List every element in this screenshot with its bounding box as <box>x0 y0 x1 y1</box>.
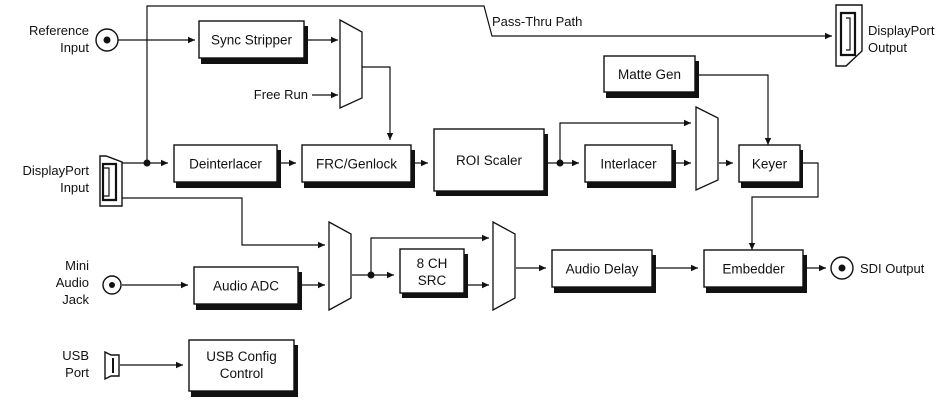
svg-text:Embedder: Embedder <box>722 262 785 277</box>
svg-text:Audio Delay: Audio Delay <box>566 262 639 277</box>
reference-input-label-line1: Reference <box>29 23 89 38</box>
pass-thru-path-label: Pass-Thru Path <box>492 14 582 29</box>
svg-text:Jack: Jack <box>62 292 89 307</box>
frc-genlock-block: FRC/Genlock <box>301 144 415 188</box>
sync-stripper-label: Sync Stripper <box>211 33 293 48</box>
svg-text:DisplayPort: DisplayPort <box>23 163 90 178</box>
interlacer-block: Interlacer <box>584 144 676 188</box>
audio-jack-label-line2: Audio <box>56 275 89 290</box>
audio-delay-label: Audio Delay <box>566 262 639 277</box>
audio-input-mux <box>328 220 352 312</box>
displayport-input-connector-icon <box>99 155 123 207</box>
svg-text:ROI Scaler: ROI Scaler <box>456 153 523 168</box>
embedder-label: Embedder <box>722 262 785 277</box>
displayport-output-label-line1: DisplayPort <box>868 23 935 38</box>
audio-jack-label-line1: Mini <box>65 258 89 273</box>
svg-text:FRC/Genlock: FRC/Genlock <box>316 157 397 172</box>
usb-port-icon <box>104 350 120 381</box>
interlacer-label: Interlacer <box>600 157 657 172</box>
svg-text:USB: USB <box>62 348 89 363</box>
svg-text:Interlacer: Interlacer <box>600 157 657 172</box>
svg-text:SRC: SRC <box>418 273 447 288</box>
deinterlacer-label: Deinterlacer <box>189 157 262 172</box>
svg-text:Pass-Thru Path: Pass-Thru Path <box>492 14 582 29</box>
displayport-input-label-line2: Input <box>60 180 89 195</box>
frc-genlock-label: FRC/Genlock <box>316 157 397 172</box>
svg-text:SDI Output: SDI Output <box>860 261 925 276</box>
reference-mux <box>339 18 363 110</box>
displayport-input-label-line1: DisplayPort <box>23 163 90 178</box>
usb-port-label-line1: USB <box>62 348 89 363</box>
audio-jack-label-line3: Jack <box>62 292 89 307</box>
svg-text:Keyer: Keyer <box>752 157 788 172</box>
src-8ch-label-line2: SRC <box>418 273 447 288</box>
svg-text:Deinterlacer: Deinterlacer <box>189 157 262 172</box>
usb-port-label-line2: Port <box>65 365 89 380</box>
audio-adc-label: Audio ADC <box>213 279 279 294</box>
svg-text:Control: Control <box>220 366 264 381</box>
svg-text:USB Config: USB Config <box>206 349 277 364</box>
svg-text:Reference: Reference <box>29 23 89 38</box>
svg-text:Input: Input <box>60 180 89 195</box>
embedder-block: Embedder <box>703 249 807 293</box>
svg-text:Audio ADC: Audio ADC <box>213 279 279 294</box>
svg-text:DisplayPort: DisplayPort <box>868 23 935 38</box>
reference-input-label-line2: Input <box>60 40 89 55</box>
svg-text:Sync Stripper: Sync Stripper <box>211 33 293 48</box>
audio-adc-block: Audio ADC <box>193 266 302 310</box>
audio-delay-block: Audio Delay <box>551 249 656 293</box>
src-8ch-block: 8 CH SRC <box>399 248 468 298</box>
svg-text:Matte Gen: Matte Gen <box>618 67 681 82</box>
signal-wires <box>118 5 832 369</box>
sync-stripper-block: Sync Stripper <box>198 20 308 64</box>
usb-config-block: USB Config Control <box>188 339 298 397</box>
roi-scaler-block: ROI Scaler <box>433 128 548 196</box>
usb-config-label-line2: Control <box>220 366 264 381</box>
keyer-block: Keyer <box>738 144 803 188</box>
matte-gen-block: Matte Gen <box>603 55 699 98</box>
sdi-output-bnc-icon <box>830 256 854 280</box>
src-8ch-label-line1: 8 CH <box>417 256 448 271</box>
reference-input-bnc-icon <box>95 28 119 52</box>
usb-config-label-line1: USB Config <box>206 349 277 364</box>
matte-gen-label: Matte Gen <box>618 67 681 82</box>
displayport-output-connector-icon <box>835 4 863 67</box>
interlace-bypass-mux <box>695 105 719 192</box>
svg-text:Output: Output <box>868 40 907 55</box>
roi-scaler-label: ROI Scaler <box>456 153 523 168</box>
svg-text:Input: Input <box>60 40 89 55</box>
displayport-output-label-line2: Output <box>868 40 907 55</box>
audio-jack-icon <box>102 275 122 295</box>
src-bypass-mux <box>492 220 516 312</box>
svg-text:Audio: Audio <box>56 275 89 290</box>
deinterlacer-block: Deinterlacer <box>173 144 281 188</box>
svg-text:Mini: Mini <box>65 258 89 273</box>
sdi-output-label: SDI Output <box>860 261 925 276</box>
keyer-label: Keyer <box>752 157 788 172</box>
svg-text:8 CH: 8 CH <box>417 256 448 271</box>
svg-text:Free Run: Free Run <box>254 87 308 102</box>
svg-text:Port: Port <box>65 365 89 380</box>
free-run-label: Free Run <box>254 87 308 102</box>
